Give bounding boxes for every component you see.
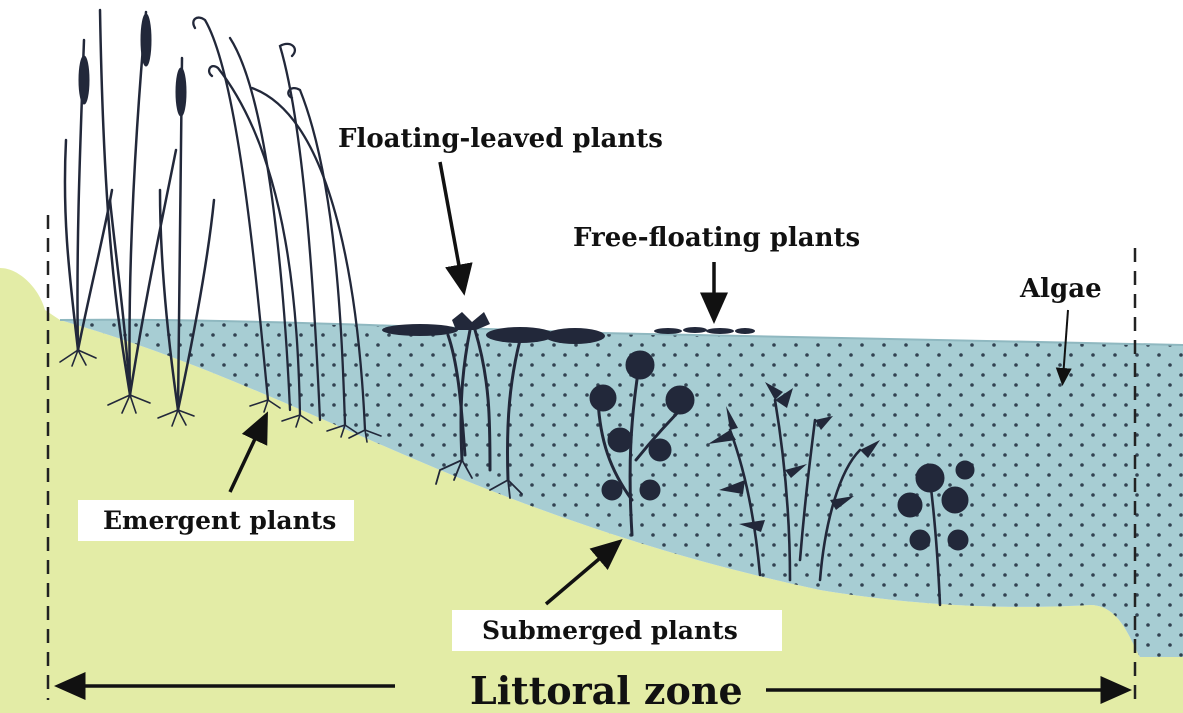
label-submerged-plants: Submerged plants [452,610,782,651]
label-algae: Algae [1020,274,1102,304]
label-emergent-plants: Emergent plants [78,500,355,541]
emergent-plants-illustration [59,8,382,443]
free-floating-plants-illustration [654,327,755,334]
label-free-floating-plants: Free-floating plants [573,223,861,253]
label-floating-leaved-plants: Floating-leaved plants [338,124,663,154]
submerged-plants-illustration [589,350,975,607]
arrow-floating-leaved [438,161,473,296]
label-littoral-zone: Littoral zone [470,668,743,713]
arrow-emergent [228,411,268,493]
arrow-submerged [544,538,623,606]
shore-land [0,268,1183,713]
floating-leaved-plants-illustration [382,312,605,499]
arrow-algae [1055,309,1072,386]
